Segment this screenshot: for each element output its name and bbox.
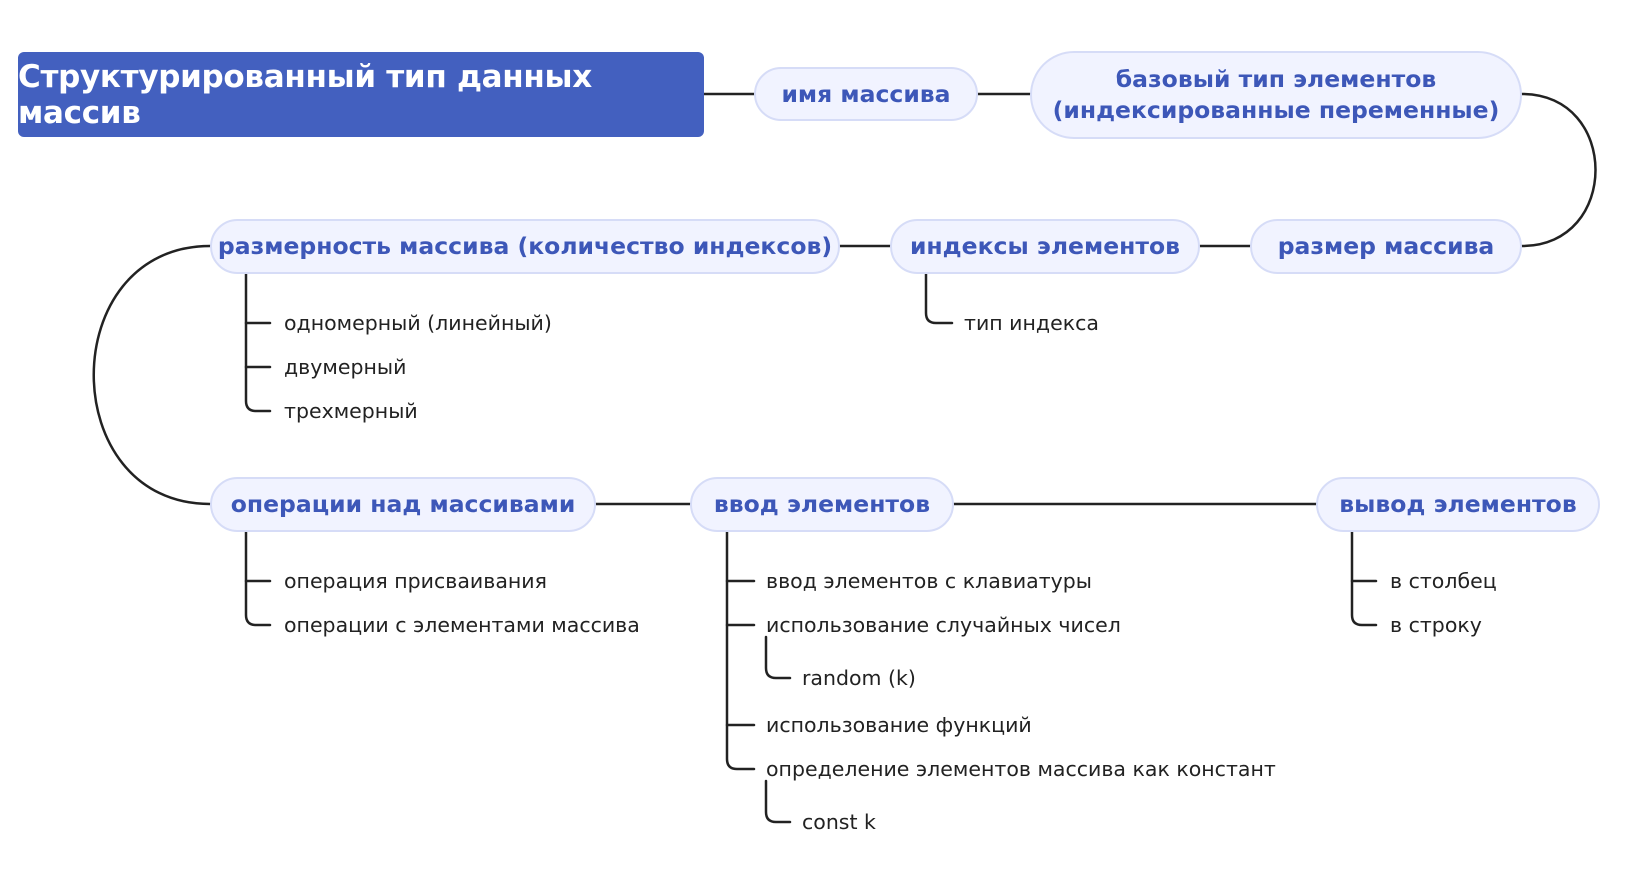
topic-label-line2: (индексированные переменные): [1052, 96, 1500, 124]
topic-label: индексы элементов: [909, 232, 1181, 261]
topic-label: имя массива: [781, 79, 951, 108]
subtopic-assignment[interactable]: операция присваивания: [284, 569, 547, 593]
topic-array-size[interactable]: размер массива: [1250, 219, 1522, 274]
branch-operations: [244, 529, 272, 627]
subtopic-row-output[interactable]: в строку: [1390, 613, 1482, 637]
branch-indices: [924, 271, 954, 325]
subtopic-keyboard-input[interactable]: ввод элементов с клавиатуры: [766, 569, 1092, 593]
topic-array-dimension[interactable]: размерность массива (количество индексов…: [210, 219, 840, 274]
root-topic[interactable]: Структурированный тип данных массив: [18, 52, 704, 137]
subtopic-three-dimensional[interactable]: трехмерный: [284, 399, 418, 423]
topic-array-name[interactable]: имя массива: [754, 67, 978, 121]
topic-base-type[interactable]: базовый тип элементов (индексированные п…: [1030, 51, 1522, 139]
connector-dimension-to-operations: [92, 244, 212, 506]
topic-element-indices[interactable]: индексы элементов: [890, 219, 1200, 274]
topic-array-operations[interactable]: операции над массивами: [210, 477, 596, 532]
subtopic-constants[interactable]: определение элементов массива как конста…: [766, 757, 1276, 781]
topic-label: вывод элементов: [1339, 490, 1577, 519]
topic-label: размерность массива (количество индексов…: [217, 232, 833, 261]
subtopic-two-dimensional[interactable]: двумерный: [284, 355, 407, 379]
topic-label: ввод элементов: [713, 490, 931, 519]
topic-element-output[interactable]: вывод элементов: [1316, 477, 1600, 532]
topic-label: операции над массивами: [230, 490, 576, 519]
subtopic-index-type[interactable]: тип индекса: [964, 311, 1099, 335]
subtopic-const-k[interactable]: const k: [802, 810, 876, 834]
root-title: Структурированный тип данных массив: [18, 58, 592, 131]
branch-input: [725, 529, 756, 771]
subtopic-one-dimensional[interactable]: одномерный (линейный): [284, 311, 552, 335]
branch-random: [764, 635, 792, 680]
subtopic-element-operations[interactable]: операции с элементами массива: [284, 613, 640, 637]
subtopic-random-k[interactable]: random (k): [802, 666, 916, 690]
branch-const: [764, 779, 792, 824]
subtopic-column-output[interactable]: в столбец: [1390, 569, 1497, 593]
branch-dimension: [244, 271, 272, 413]
topic-label: размер массива: [1277, 232, 1495, 261]
topic-element-input[interactable]: ввод элементов: [690, 477, 954, 532]
connector-base-to-size: [1520, 92, 1597, 248]
topic-label-line1: базовый тип элементов: [1115, 65, 1437, 94]
subtopic-random-numbers[interactable]: использование случайных чисел: [766, 613, 1121, 637]
branch-output: [1350, 529, 1378, 627]
subtopic-functions[interactable]: использование функций: [766, 713, 1032, 737]
